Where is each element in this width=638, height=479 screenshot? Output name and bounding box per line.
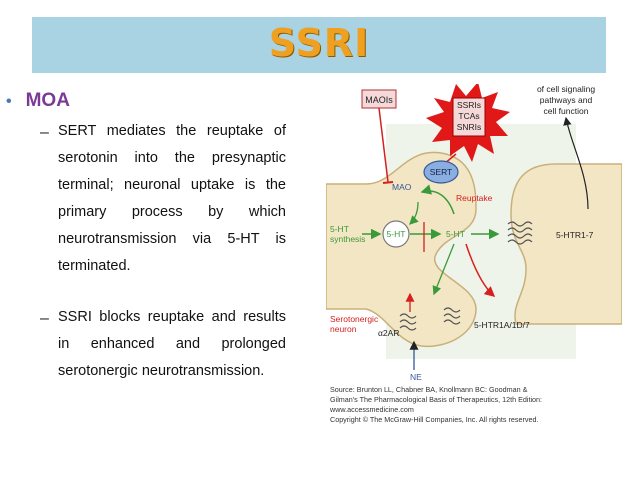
title-banner: SSRI bbox=[32, 17, 606, 73]
dash-2: – bbox=[40, 310, 49, 327]
a2ar-receptor bbox=[399, 313, 417, 331]
a2ar-label: α2AR bbox=[378, 328, 399, 338]
slide-title: SSRI bbox=[268, 21, 370, 65]
sert-label: SERT bbox=[430, 167, 453, 177]
neuron-label-1: Serotonergic bbox=[330, 314, 379, 324]
point-2-text: SSRI blocks reuptake and results in enha… bbox=[58, 309, 286, 379]
bullet-moa-label: MOA bbox=[25, 90, 70, 111]
source-line: www.accessmedicine.com bbox=[330, 405, 414, 414]
postsynaptic-cell bbox=[510, 163, 623, 325]
bullet-dot: • bbox=[6, 93, 12, 110]
cell-signaling-line1: of cell signaling bbox=[537, 84, 595, 94]
synthesis-label-2: synthesis bbox=[330, 234, 365, 244]
htr1a-receptor bbox=[443, 307, 461, 325]
figure-source: Source: Brunton LL, Chabner BA, Knollman… bbox=[330, 385, 620, 425]
mao-label: MAO bbox=[392, 182, 412, 192]
signaling-arrow bbox=[563, 116, 589, 210]
htr1a-label: 5-HTR1A/1D/7 bbox=[474, 320, 530, 330]
snris-label: SNRIs bbox=[457, 122, 482, 132]
neuron-label-2: neuron bbox=[330, 324, 357, 334]
tcas-label: TCAs bbox=[458, 111, 479, 121]
reuptake-arrow bbox=[420, 184, 455, 215]
green-down-arrow bbox=[432, 243, 455, 296]
copyright-line: Copyright © The McGraw-Hill Companies, I… bbox=[330, 415, 539, 424]
presynaptic-neuron bbox=[325, 151, 477, 348]
vesicle bbox=[382, 220, 410, 248]
source-line: Gilman's The Pharmacological Basis of Th… bbox=[330, 395, 543, 404]
maois-inhibit-bar bbox=[382, 181, 394, 184]
cell-signaling-line3: cell function bbox=[544, 106, 589, 116]
source-line: Source: Brunton LL, Chabner BA, Knollman… bbox=[330, 385, 528, 394]
synthesis-label-1: 5-HT bbox=[330, 224, 349, 234]
htr17-label: 5-HTR1-7 bbox=[556, 230, 594, 240]
maois-inhibit-line bbox=[378, 107, 389, 183]
inhibitor-box bbox=[452, 97, 486, 137]
ne-label: NE bbox=[410, 372, 422, 382]
mao-arrow bbox=[409, 201, 419, 225]
vesicle-5ht-label: 5-HT bbox=[387, 229, 406, 239]
synapse-diagram: MAOIs SSRIs TCAs SNRIs of cell signaling… bbox=[325, 82, 623, 384]
reuptake-label: Reuptake bbox=[456, 193, 493, 203]
cell-signaling-line2: pathways and bbox=[540, 95, 593, 105]
cleft-5ht-label: 5-HT bbox=[446, 229, 465, 239]
synapse-figure: MAOIs SSRIs TCAs SNRIs of cell signaling… bbox=[325, 82, 623, 430]
ssris-label: SSRIs bbox=[457, 100, 481, 110]
autoreceptor-arrow bbox=[465, 243, 496, 297]
bullet-moa: • MOA bbox=[6, 90, 70, 112]
maois-label: MAOIs bbox=[365, 95, 393, 105]
htr17-receptor bbox=[507, 221, 533, 245]
point-1-text: SERT mediates the reuptake of serotonin … bbox=[58, 123, 286, 274]
sert-transporter bbox=[423, 160, 459, 184]
dash-1: – bbox=[40, 124, 49, 141]
